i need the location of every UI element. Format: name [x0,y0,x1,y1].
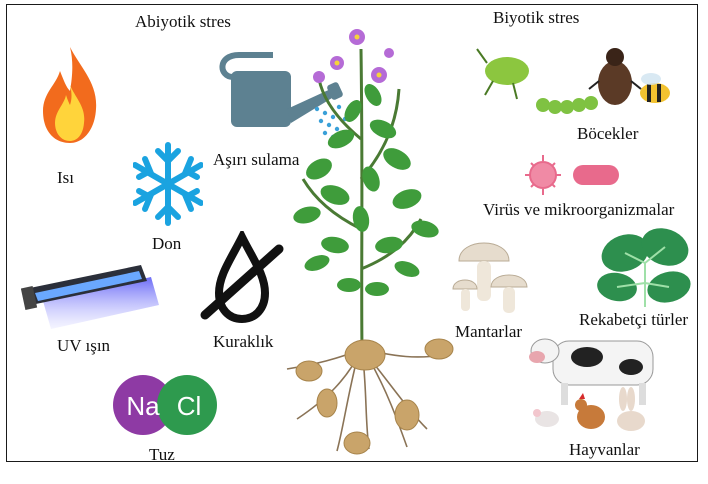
heat-label: Isı [57,169,74,186]
stress-diagram: Abiyotik stres Biyotik stres Isı Don [6,4,698,462]
snowflake-icon [133,139,203,229]
frost-label: Don [152,235,181,252]
virus-bacteria-icon [523,153,623,197]
nacl-badge: Na Cl [111,373,221,439]
animals-illustration [527,327,667,441]
fungi-label: Mantarlar [455,323,522,340]
biotic-stress-heading: Biyotik stres [493,9,579,26]
chlorine-symbol: Cl [177,391,202,421]
uv-label: UV ışın [57,337,110,354]
flame-icon [40,45,100,145]
potato-plant-illustration [257,19,467,459]
abiotic-stress-heading: Abiyotik stres [135,13,231,30]
salt-label: Tuz [149,446,175,462]
sodium-symbol: Na [126,391,160,421]
competitors-label: Rekabetçi türler [579,311,688,328]
mushroom-icon [451,231,531,321]
animals-label: Hayvanlar [569,441,640,458]
competitor-plant-icon [595,223,695,311]
insects-label: Böcekler [577,125,638,142]
uv-lamp-icon [21,261,161,331]
viruses-label: Virüs ve mikroorganizmalar [483,201,674,218]
insects-illustration [473,41,673,127]
